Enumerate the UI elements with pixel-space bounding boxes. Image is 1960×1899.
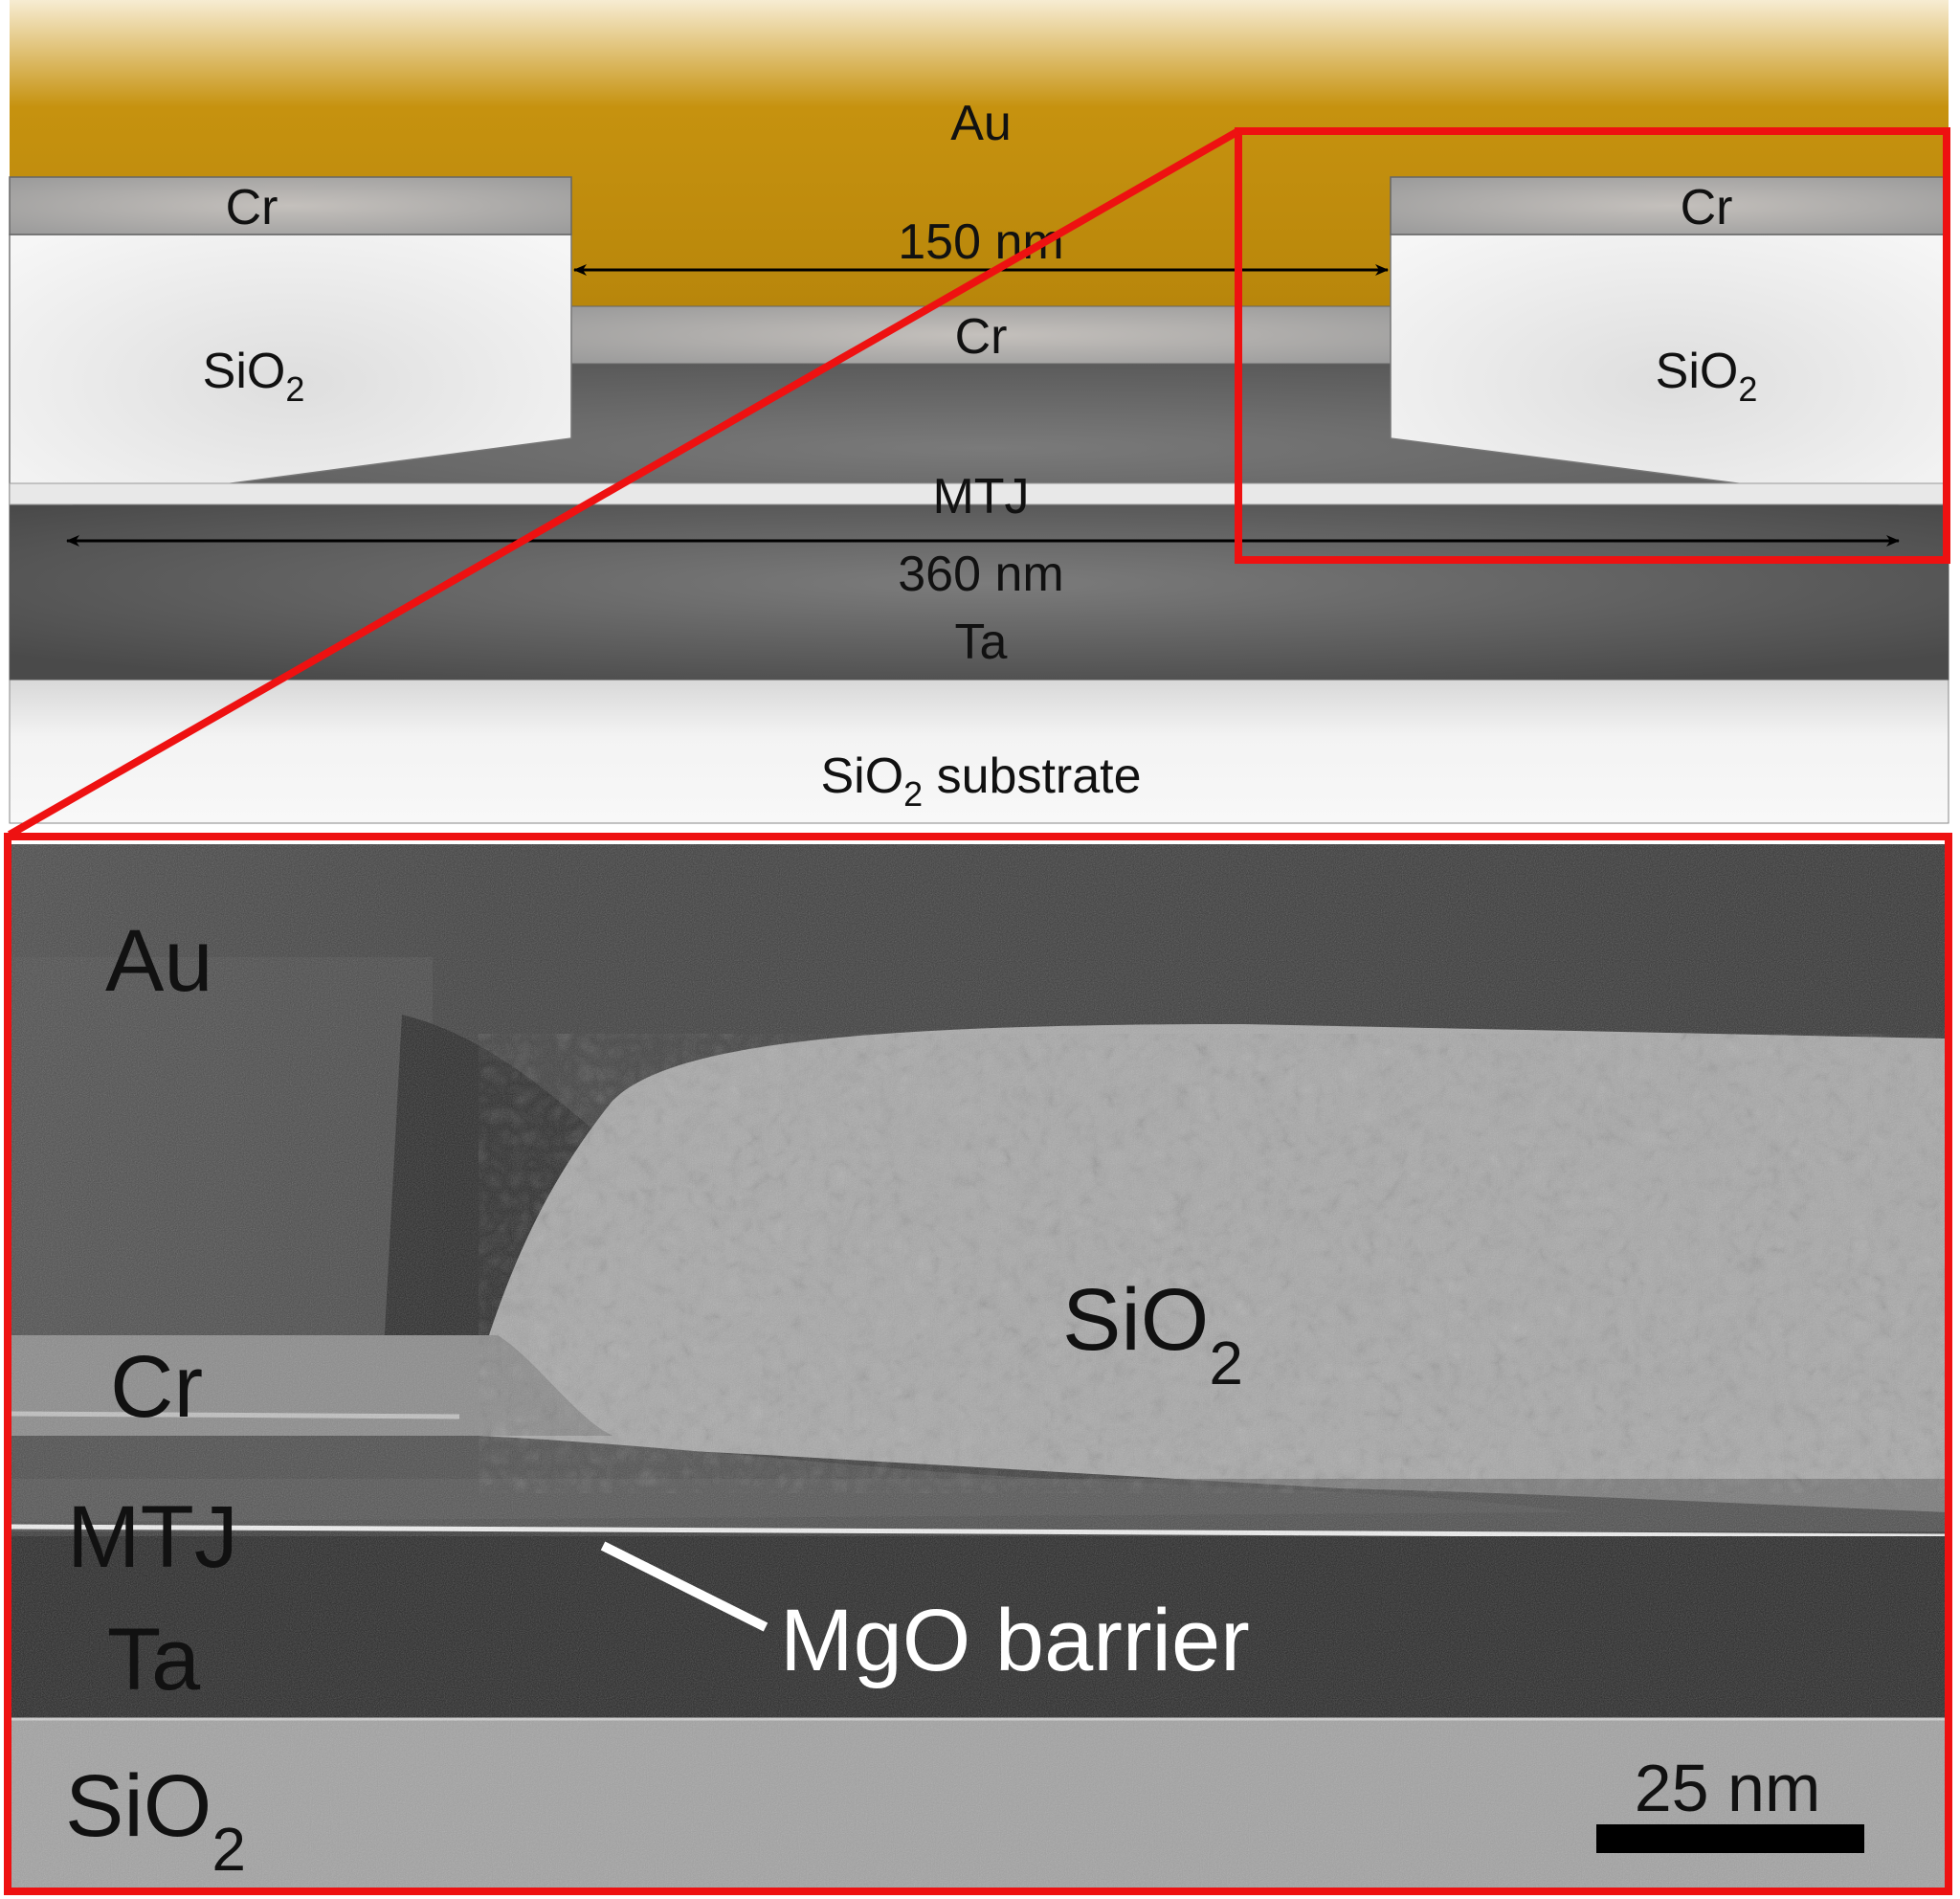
zoom-box <box>1235 127 1950 564</box>
substrate-layer <box>9 679 1949 824</box>
zoom-connector <box>8 127 1240 838</box>
tem-frame <box>4 833 1952 1895</box>
tem-label-mgo: MgO barrier <box>780 1592 1250 1689</box>
label-cr-center: Cr <box>955 309 1008 365</box>
tem-label-au: Au <box>105 912 213 1010</box>
label-mtj: MTJ <box>932 469 1029 525</box>
label-ta: Ta <box>955 614 1008 670</box>
mtj-layer <box>72 364 1900 504</box>
cr-center-layer <box>570 305 1392 365</box>
tem-label-cr: Cr <box>110 1338 203 1436</box>
label-sio2-left: SiO2 <box>203 344 305 409</box>
tem-label-sio2: SiO2 <box>1062 1271 1243 1397</box>
label-cr-right: Cr <box>1681 180 1733 235</box>
zoom-highlight <box>4 127 1952 1895</box>
tem-label-mtj: MTJ <box>67 1488 238 1586</box>
tem-label-ta: Ta <box>107 1611 201 1709</box>
cr-right-cap <box>1390 176 1949 235</box>
label-substrate: SiO2 substrate <box>820 748 1141 814</box>
label-bottom-width: 360 nm <box>898 547 1063 602</box>
mgo-pointer <box>600 1541 768 1632</box>
label-cr-left: Cr <box>226 180 278 235</box>
label-pillar-width: 150 nm <box>898 214 1063 270</box>
tem-label-sio2-bottom: SiO2 <box>65 1757 246 1884</box>
label-au: Au <box>950 96 1012 151</box>
schematic: Au Cr Cr 150 nm Cr SiO2 SiO2 MTJ 360 nm … <box>9 0 1949 824</box>
label-sio2-right: SiO2 <box>1656 344 1758 409</box>
scale-bar-label: 25 nm <box>1635 1751 1821 1825</box>
scale-bar <box>1596 1824 1864 1853</box>
cr-left-cap <box>9 176 572 235</box>
tem-micrograph: Au SiO2 Cr MTJ Ta SiO2 MgO barrier 25 nm <box>11 844 1949 1889</box>
